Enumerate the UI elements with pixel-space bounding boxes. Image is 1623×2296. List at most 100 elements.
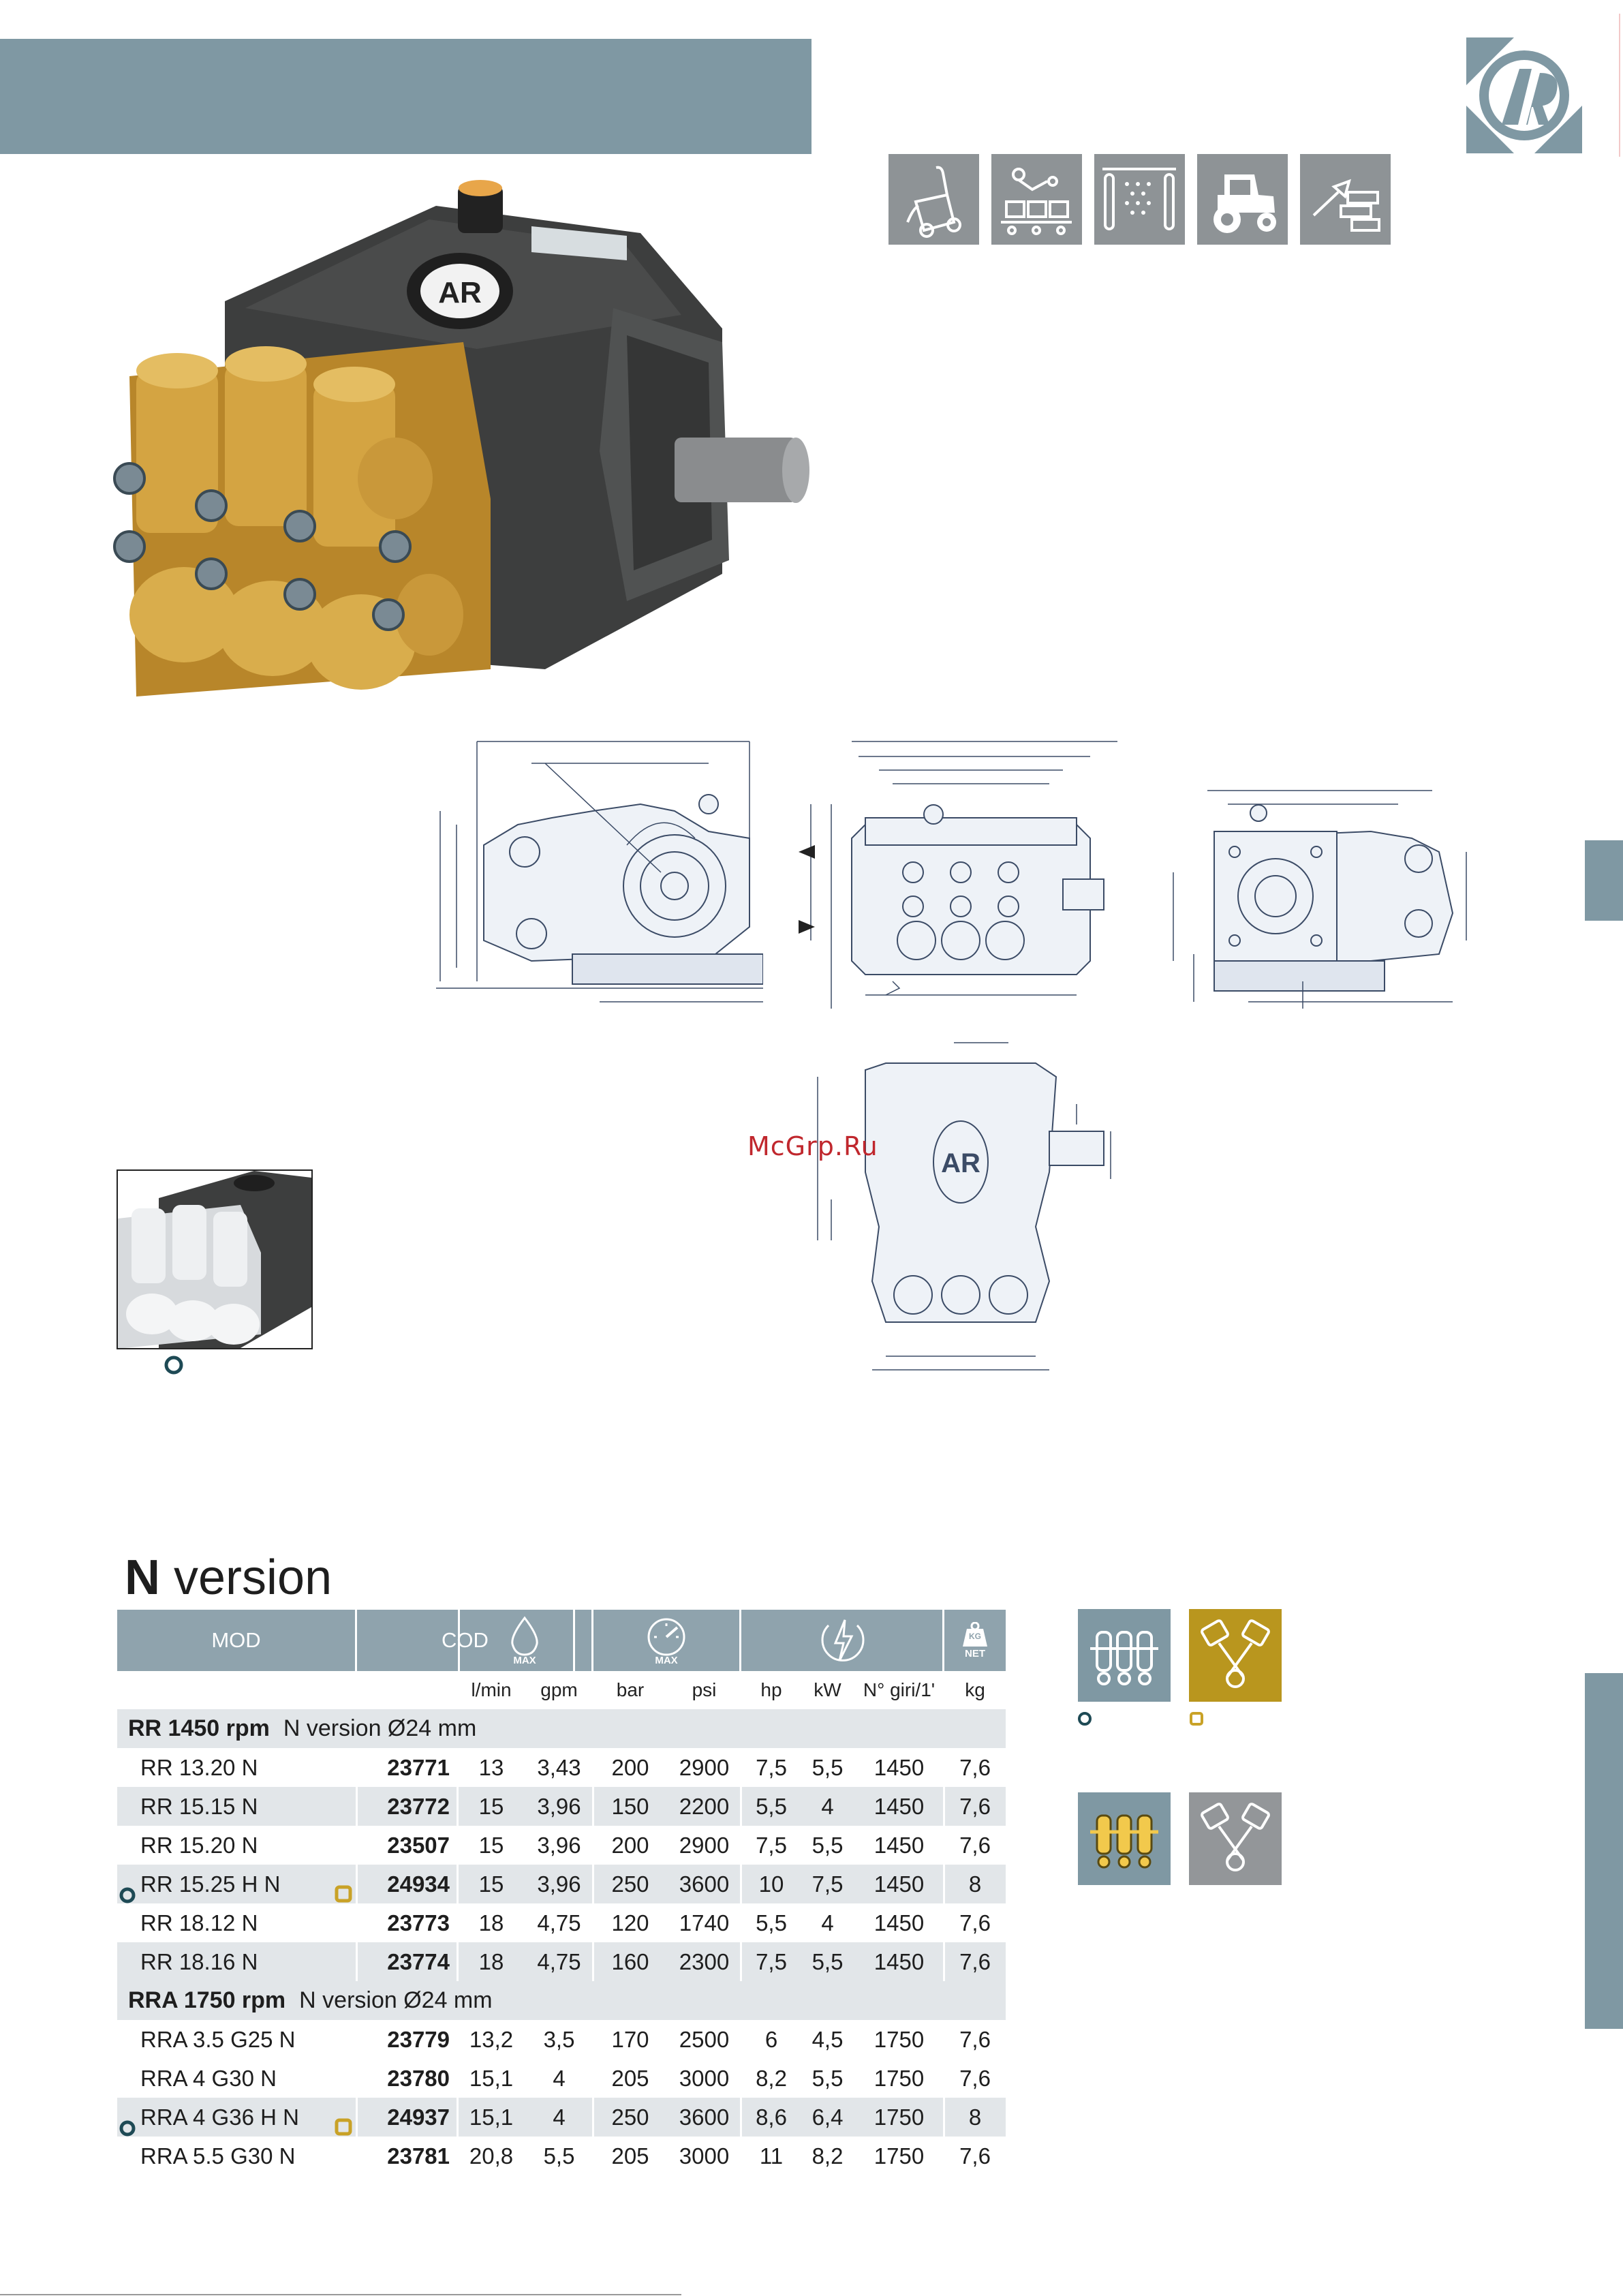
cell-gpm: 4 <box>553 2104 566 2130</box>
column-divider <box>740 2137 742 2175</box>
unit-kg: kg <box>965 1679 985 1700</box>
cell-kg: 8 <box>968 2104 982 2130</box>
spray-cleaning-icon <box>1094 154 1185 245</box>
cell-bar: 205 <box>611 2066 649 2091</box>
cell-hp: 7,5 <box>756 1755 787 1780</box>
drawing-side-view <box>436 736 763 1009</box>
cell-gpm: 3,96 <box>537 1794 581 1819</box>
column-divider <box>740 1748 742 1787</box>
column-divider <box>457 1787 459 1826</box>
page-edge-rule <box>1619 14 1620 157</box>
cell-psi: 2200 <box>679 1794 730 1819</box>
group-title: RR 1450 rpm N version Ø24 mm <box>128 1709 476 1748</box>
column-divider <box>943 1942 945 1981</box>
pressure-gauge-icon <box>647 1618 685 1655</box>
column-divider <box>592 1903 594 1942</box>
header-flow: MAX <box>458 1610 593 1671</box>
column-divider <box>943 2137 945 2175</box>
watermark-text: McGrp.Ru <box>747 1131 878 1161</box>
cell-kw: 5,5 <box>812 1949 844 1974</box>
cell-hp: 8,2 <box>756 2066 787 2091</box>
cell-kw: 7,5 <box>812 1871 844 1897</box>
column-divider <box>740 2020 742 2059</box>
units-row: l/min gpm bar psi hp kW N° giri/1' kg <box>117 1671 1006 1709</box>
column-divider <box>592 2098 594 2137</box>
cell-hp: 11 <box>759 2143 784 2169</box>
column-divider <box>943 2020 945 2059</box>
column-divider <box>943 1865 945 1903</box>
column-divider <box>457 2137 459 2175</box>
cell-model: RR 13.20 N <box>140 1755 258 1780</box>
nickel-plated-dot-icon <box>119 1876 136 1903</box>
group-name: RR 1450 rpm <box>128 1715 270 1741</box>
cell-gpm: 4,75 <box>537 1910 581 1935</box>
cell-rpm: 1750 <box>874 2066 925 2091</box>
cell-bar: 170 <box>611 2027 649 2052</box>
cell-hp: 8,6 <box>756 2104 787 2130</box>
column-divider <box>592 2059 594 2098</box>
column-divider <box>457 1903 459 1942</box>
cell-hp: 6 <box>764 2027 778 2052</box>
column-divider <box>457 1826 459 1865</box>
cell-psi: 2900 <box>679 1833 730 1858</box>
pump-product-image: AR <box>109 179 831 724</box>
cell-model: RR 15.25 H N <box>140 1871 281 1897</box>
weight-icon <box>963 1621 987 1647</box>
section-title: N version <box>125 1547 332 1608</box>
manifold-nickel-plated-icon <box>1078 1609 1171 1702</box>
cell-kg: 7,6 <box>959 1794 991 1819</box>
cell-psi: 2500 <box>679 2027 730 2052</box>
cell-model: RRA 4 G36 H N <box>140 2104 299 2130</box>
cell-lmin: 13 <box>478 1755 504 1780</box>
cell-bar: 160 <box>611 1949 649 1974</box>
cell-kg: 7,6 <box>959 1755 991 1780</box>
cell-kw: 8,2 <box>812 2143 844 2169</box>
column-divider <box>457 2020 459 2059</box>
cell-kg: 8 <box>968 1871 982 1897</box>
cell-bar: 200 <box>611 1833 649 1858</box>
column-divider <box>740 1826 742 1865</box>
column-divider <box>740 1942 742 1981</box>
cell-psi: 3600 <box>679 2104 730 2130</box>
cell-lmin: 13,2 <box>469 2027 514 2052</box>
cell-kw: 4 <box>821 1794 834 1819</box>
cell-kw: 4,5 <box>812 2027 844 2052</box>
column-divider <box>457 1748 459 1787</box>
column-divider <box>943 1826 945 1865</box>
cell-code: 24934 <box>387 1871 450 1897</box>
column-divider <box>356 1787 358 1826</box>
cell-code: 24937 <box>387 2104 450 2130</box>
cell-code: 23773 <box>387 1910 450 1935</box>
weight-kg-badge: KG <box>969 1631 981 1641</box>
cell-psi: 3000 <box>679 2066 730 2091</box>
column-divider <box>356 1903 358 1942</box>
cell-gpm: 3,5 <box>543 2027 575 2052</box>
drawing-rear-view <box>1166 777 1507 1015</box>
cell-bar: 250 <box>611 2104 649 2130</box>
cell-gpm: 3,96 <box>537 1871 581 1897</box>
brass-square-icon <box>335 2109 352 2136</box>
cell-model: RR 15.15 N <box>140 1794 258 1819</box>
cell-code: 23774 <box>387 1949 450 1974</box>
column-divider <box>356 2098 358 2137</box>
group-description: N version Ø24 mm <box>283 1715 477 1741</box>
unit-lmin: l/min <box>471 1679 512 1700</box>
cell-lmin: 15 <box>478 1833 504 1858</box>
side-tab-marker[interactable] <box>1585 840 1623 921</box>
cell-rpm: 1450 <box>874 1833 925 1858</box>
side-tab-section[interactable] <box>1585 1673 1623 2029</box>
cell-rpm: 1750 <box>874 2027 925 2052</box>
group-name: RRA 1750 rpm <box>128 1987 286 2013</box>
cell-kw: 4 <box>821 1910 834 1935</box>
column-divider <box>356 2137 358 2175</box>
cell-rpm: 1450 <box>874 1910 925 1935</box>
header-mod: MOD <box>117 1610 357 1671</box>
cell-psi: 2900 <box>679 1755 730 1780</box>
cell-code: 23779 <box>387 2027 450 2052</box>
brass-legend-square-icon <box>1189 1711 1204 1726</box>
header-power <box>741 1610 944 1671</box>
